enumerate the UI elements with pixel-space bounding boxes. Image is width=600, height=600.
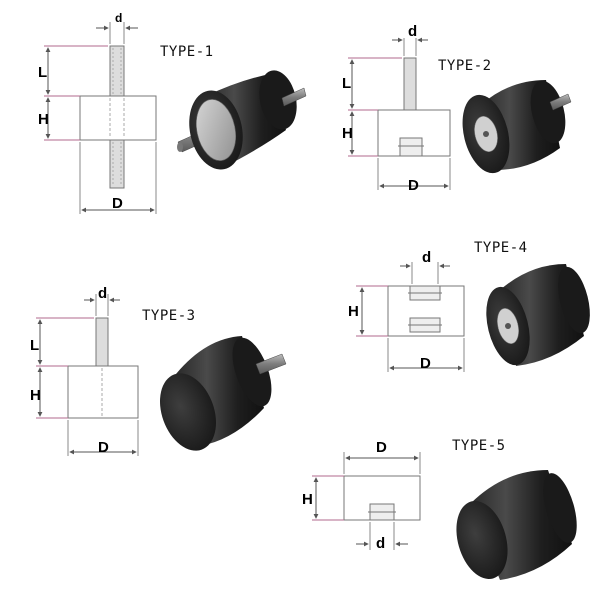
type-5-drawing: [312, 452, 421, 550]
type-5-photo: [456, 470, 577, 580]
type-3-L-label: L: [30, 337, 39, 354]
type-2-D-label: D: [408, 177, 419, 194]
type-1-title: TYPE-1: [160, 44, 214, 60]
type-4-d-label: d: [422, 249, 431, 266]
type-2-photo: [462, 80, 572, 174]
type-4-drawing: [356, 262, 465, 372]
type-1-H-label: H: [38, 111, 49, 128]
type-4-D-label: D: [420, 355, 431, 372]
type-2-drawing: [348, 37, 451, 190]
type-5-H-label: H: [302, 491, 313, 508]
type-2-section: TYPE-2 d L H D: [342, 23, 572, 194]
type-3-section: TYPE-3 d L H D: [30, 285, 287, 456]
type-4-title: TYPE-4: [474, 240, 528, 256]
type-3-drawing: [36, 294, 139, 456]
type-2-d-label: d: [408, 23, 417, 40]
type-1-d-label: d: [115, 11, 122, 25]
type-3-D-label: D: [98, 439, 109, 456]
type-4-photo: [486, 264, 590, 366]
type-3-title: TYPE-3: [142, 308, 196, 324]
type-1-photo: [177, 70, 307, 170]
type-4-section: TYPE-4 d H D: [348, 240, 590, 372]
type-1-section: TYPE-1 d: [38, 11, 307, 214]
type-2-title: TYPE-2: [438, 58, 492, 74]
type-2-H-label: H: [342, 125, 353, 142]
type-5-section: TYPE-5 D H d: [302, 438, 577, 580]
type-4-H-label: H: [348, 303, 359, 320]
type-5-d-label: d: [376, 535, 385, 552]
type-3-d-label: d: [98, 285, 107, 302]
type-1-L-label: L: [38, 64, 47, 81]
type-3-photo: [159, 336, 287, 451]
type-1-D-label: D: [112, 195, 123, 212]
type-2-L-label: L: [342, 75, 351, 92]
type-5-title: TYPE-5: [452, 438, 506, 454]
type-3-H-label: H: [30, 387, 41, 404]
type-1-drawing: [44, 22, 157, 214]
type-5-D-label: D: [376, 439, 387, 456]
